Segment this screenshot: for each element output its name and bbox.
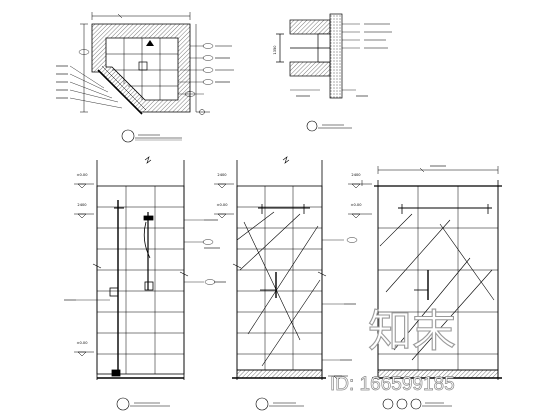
- elevation-a-annotation-text: [64, 219, 226, 404]
- level-markers: [74, 183, 372, 381]
- section-annotation-text: [296, 23, 392, 126]
- shower-elevation-c: [361, 166, 502, 410]
- dimension-1350: 1350: [273, 45, 277, 55]
- level-mark: ±0.00: [216, 203, 228, 207]
- watermark-logo: 知末: [368, 306, 456, 357]
- level-mark: ±0.00: [76, 341, 88, 345]
- level-mark: 2400: [77, 203, 87, 207]
- level-mark: 2400: [351, 173, 361, 177]
- level-mark: 2400: [217, 173, 227, 177]
- watermark-id: ID: 166599185: [330, 374, 455, 395]
- watermark: 知末 ID: 166599185: [330, 305, 457, 395]
- shower-plan-view: [69, 12, 214, 143]
- wall-section-detail: [276, 13, 360, 132]
- elevation-c-annotation-text: [425, 165, 446, 404]
- shower-elevation-b: [232, 156, 358, 411]
- level-mark: ±0.00: [76, 173, 88, 177]
- level-mark: ±0.00: [350, 203, 362, 207]
- elevation-b-annotation-text: [273, 303, 356, 404]
- plan-annotation-text: [56, 45, 234, 136]
- shower-elevation-a: [76, 156, 216, 411]
